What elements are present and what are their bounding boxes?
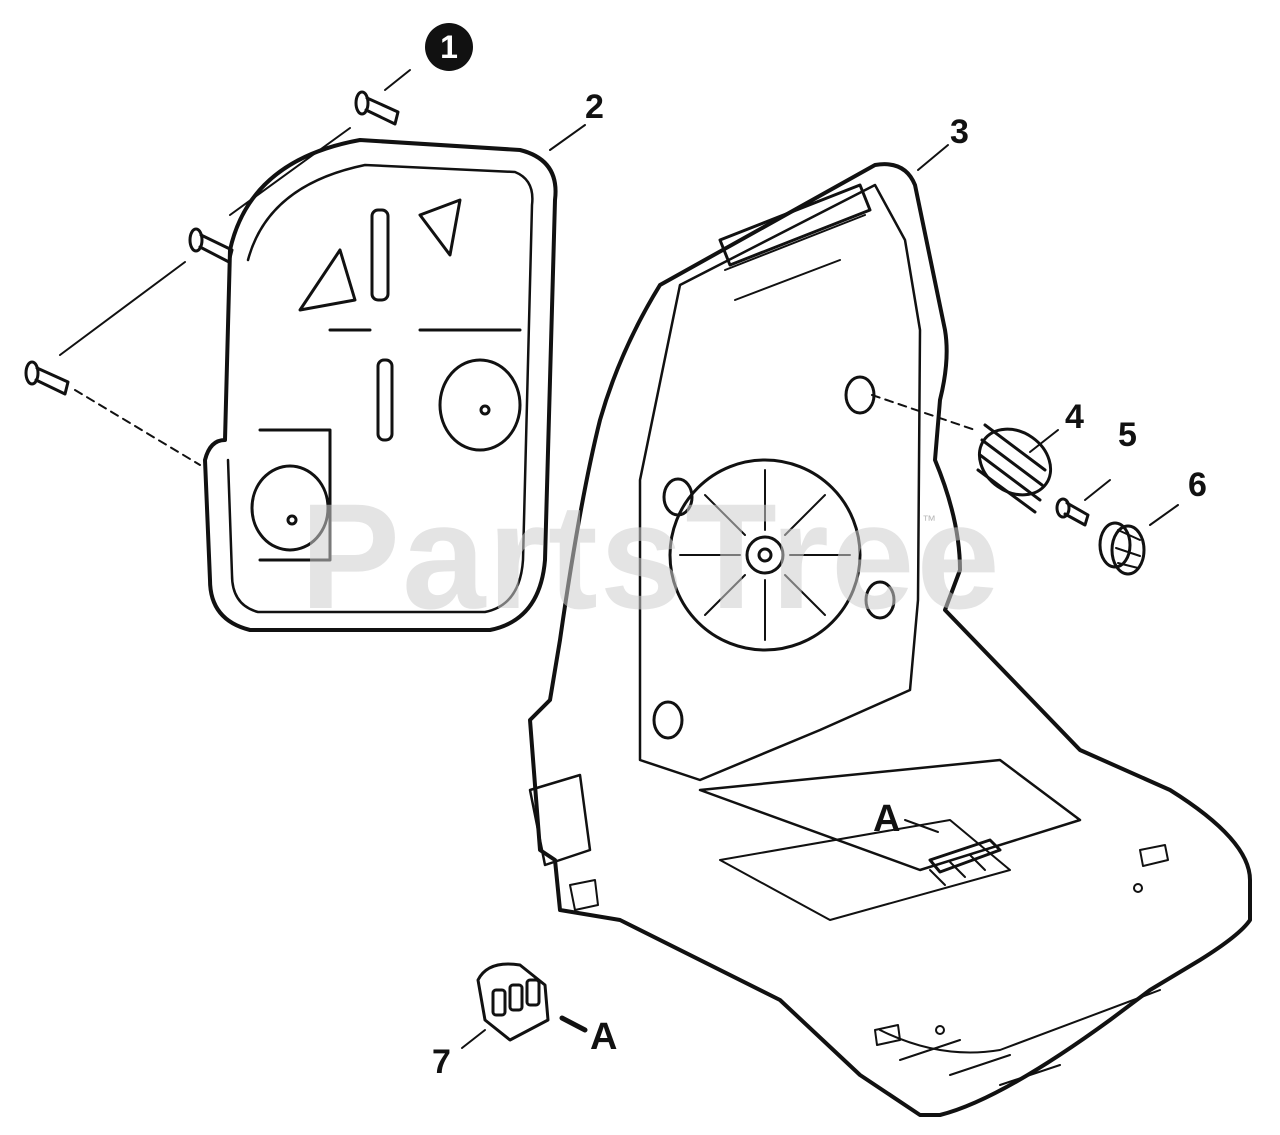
cover-plate-part[interactable] [203, 138, 558, 632]
trademark-symbol: ™ [922, 512, 936, 528]
grommet-part[interactable] [1098, 504, 1179, 576]
callout-3[interactable]: 3 [950, 113, 969, 151]
frame-leader-lines [871, 144, 976, 833]
callout-a-top[interactable]: A [873, 798, 901, 840]
screw-1-middle[interactable] [188, 227, 234, 264]
spring-part[interactable] [967, 416, 1064, 514]
screw-5-part[interactable] [1055, 479, 1111, 527]
screw-leader-lines [59, 69, 586, 466]
callout-4[interactable]: 4 [1065, 398, 1084, 436]
screw-1-top[interactable] [354, 90, 400, 126]
callout-2[interactable]: 2 [585, 88, 604, 126]
callout-1[interactable]: 1 [425, 23, 473, 71]
callout-6[interactable]: 6 [1188, 466, 1207, 504]
callout-a-bottom[interactable]: A [590, 1016, 618, 1058]
screw-1-bottom[interactable] [24, 360, 70, 396]
clip-part[interactable] [461, 962, 588, 1049]
callout-7[interactable]: 7 [432, 1043, 451, 1081]
backpack-frame-part[interactable] [528, 162, 1252, 1117]
callout-5[interactable]: 5 [1118, 416, 1137, 454]
